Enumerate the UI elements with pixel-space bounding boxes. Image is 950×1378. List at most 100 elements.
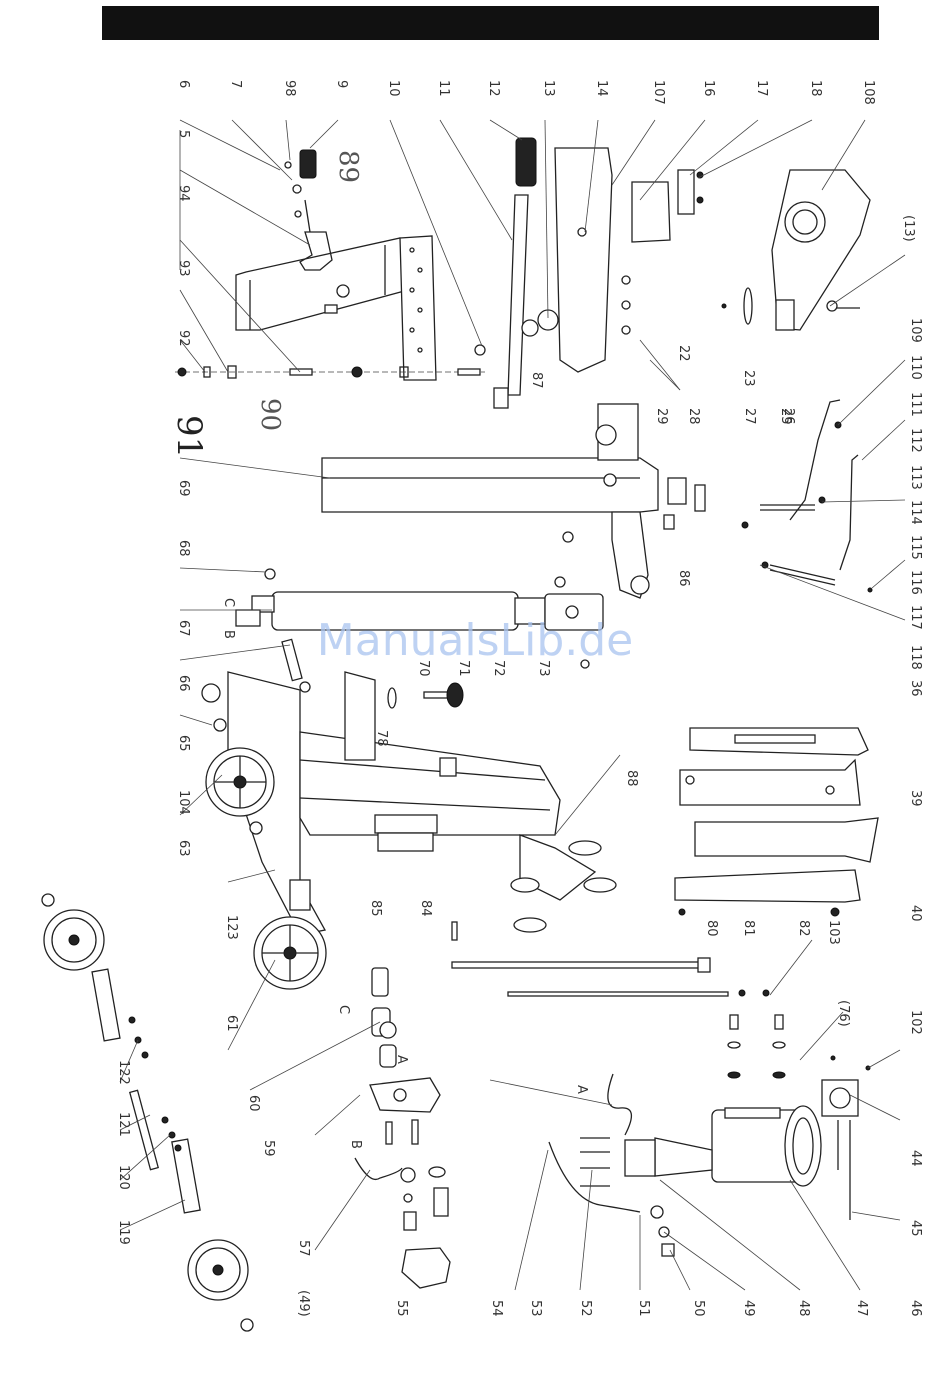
wheel-upper [205, 747, 275, 817]
part-number-label: 69 [176, 480, 191, 497]
part-number-label: 86 [676, 570, 691, 587]
part-number-label: 93 [176, 260, 191, 277]
part-number-label: 10 [386, 80, 401, 97]
wedge-and-handle-parts [235, 137, 871, 409]
part-number-label: 108 [861, 80, 876, 105]
part-number-label: 71 [456, 660, 471, 677]
part-number-label: 116 [908, 570, 923, 595]
part-number-label: 66 [176, 675, 191, 692]
part-number-label: 44 [908, 1150, 923, 1167]
part-number-label: 70 [416, 660, 431, 677]
part-number-label: 13 [541, 80, 556, 97]
part-number-label: 88 [624, 770, 639, 787]
plate-holes [409, 247, 423, 353]
connection-letter: C [336, 1005, 351, 1014]
part-number-label: 36 [908, 680, 923, 697]
part-number-label: 9 [334, 80, 349, 88]
part-number-label: 81 [741, 920, 756, 937]
part-number-label: 73 [536, 660, 551, 677]
part-number-label: (13) [901, 215, 916, 242]
part-number-label: 94 [176, 185, 191, 202]
part-number-label: 54 [489, 1300, 504, 1317]
wheel-kit [41, 893, 254, 1332]
part-number-label: 91 [169, 415, 209, 458]
part-number-label: 107 [651, 80, 666, 105]
part-number-label: 47 [854, 1300, 869, 1317]
part-number-label: 80 [704, 920, 719, 937]
connection-letter: A [574, 1085, 589, 1094]
part-number-label: 49 [741, 1300, 756, 1317]
part-number-label: 23 [741, 370, 756, 387]
part-number-label: 48 [796, 1300, 811, 1317]
part-number-label: 12 [486, 80, 501, 97]
rods [451, 921, 770, 997]
part-number-label: 22 [676, 345, 691, 362]
part-number-label: 89 [333, 150, 363, 183]
part-number-label: 115 [908, 535, 923, 560]
part-number-label: 17 [754, 80, 769, 97]
part-number-label: 18 [808, 80, 823, 97]
part-number-label: 113 [908, 465, 923, 490]
part-number-label: 63 [176, 840, 191, 857]
part-number-label: 85 [368, 900, 383, 917]
part-number-label: 61 [224, 1015, 239, 1032]
part-number-label: 118 [908, 645, 923, 670]
part-number-label: 102 [908, 1010, 923, 1035]
part-number-label: 7 [228, 80, 243, 88]
part-number-label: 29 [654, 408, 669, 425]
axle-bolt-line [175, 365, 485, 379]
part-number-label: 67 [176, 620, 191, 637]
leader-lines [119, 119, 906, 1291]
part-number-label: 60 [246, 1095, 261, 1112]
connection-letter: A [394, 1055, 409, 1064]
part-number-label: 40 [908, 905, 923, 922]
connection-letter: C [221, 598, 236, 607]
part-number-label: 65 [176, 735, 191, 752]
part-number-label: 59 [261, 1140, 276, 1157]
part-number-label: 46 [908, 1300, 923, 1317]
part-number-label: 104 [176, 790, 191, 815]
part-number-label: 123 [224, 915, 239, 940]
part-number-label: 98 [282, 80, 297, 97]
part-number-label: 55 [394, 1300, 409, 1317]
part-number-label: 68 [176, 540, 191, 557]
part-number-label: 52 [578, 1300, 593, 1317]
part-number-label: 25 [778, 408, 793, 425]
motor-bolts [727, 1014, 786, 1079]
part-number-label: (49) [296, 1290, 311, 1317]
part-number-label: 57 [296, 1240, 311, 1257]
part-number-label: 90 [255, 398, 285, 431]
part-number-label: 103 [826, 920, 841, 945]
part-number-label: 119 [116, 1220, 131, 1245]
part-number-label: 51 [636, 1300, 651, 1317]
part-number-label: 120 [116, 1165, 131, 1190]
valve-and-fittings [354, 967, 451, 1289]
part-number-label: 111 [908, 392, 923, 417]
part-number-label: 53 [528, 1300, 543, 1317]
part-number-label: 84 [418, 900, 433, 917]
part-number-label: 117 [908, 605, 923, 630]
main-beam-and-cylinder [235, 403, 706, 693]
part-number-label: 6 [176, 80, 191, 88]
wheel-lower [253, 916, 327, 990]
part-number-label: 114 [908, 500, 923, 525]
part-number-label: 72 [491, 660, 506, 677]
part-number-label: 121 [116, 1112, 131, 1137]
connection-letter: B [221, 630, 236, 639]
part-number-label: 16 [701, 80, 716, 97]
part-number-label: 14 [594, 80, 609, 97]
pump-bolts [580, 1137, 610, 1187]
part-number-label: 110 [908, 355, 923, 380]
part-number-label: 82 [796, 920, 811, 937]
part-number-label: 26 [781, 408, 796, 425]
part-number-label: 112 [908, 428, 923, 453]
part-number-label: 109 [908, 318, 923, 343]
motor-and-pump [548, 1014, 871, 1257]
part-number-label: 45 [908, 1220, 923, 1237]
connection-letter: B [348, 1140, 363, 1149]
rails-and-linkage [674, 399, 879, 917]
part-number-label: 87 [529, 372, 544, 389]
part-number-label: 27 [742, 408, 757, 425]
